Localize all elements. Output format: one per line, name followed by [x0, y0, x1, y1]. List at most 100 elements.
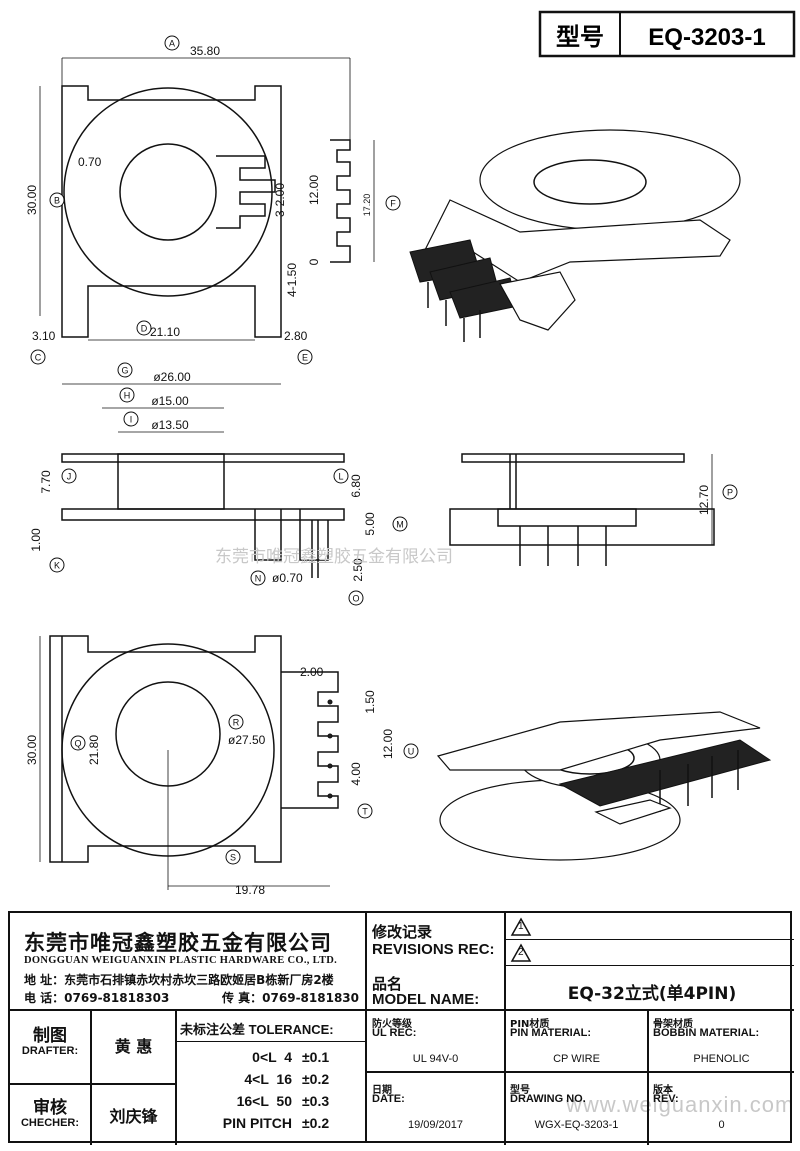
- dim-n: ø0.70: [272, 571, 303, 585]
- dim-b: 30.00: [25, 185, 39, 215]
- tolerance-value: ±0.2: [302, 1115, 330, 1131]
- header-box: 型号 EQ-3203-1: [538, 10, 796, 58]
- dim-width: 19.78: [235, 883, 265, 897]
- tolerance-label-cn: 未标注公差: [180, 1023, 246, 1038]
- top-view: 35.80 30.00 0.70 21.10 3.10 2.80 3-2.00 …: [25, 44, 375, 343]
- company-name-en: DONGGUAN WEIGUANXIN PLASTIC HARDWARE CO.…: [24, 955, 338, 966]
- callout-label-c: C: [35, 353, 42, 363]
- model-label-en: MODEL NAME:: [372, 991, 480, 1008]
- tolerance-range: 0<L 4: [252, 1049, 292, 1065]
- dim-p: 12.70: [697, 485, 711, 515]
- callout-circle-h: [119, 387, 135, 403]
- ul-value: UL 94V-0: [412, 1053, 459, 1065]
- company-tel: 电 话：0769-81818303: [24, 991, 170, 1005]
- tolerance-value: ±0.2: [302, 1071, 330, 1087]
- callout-label-s: S: [230, 853, 236, 863]
- iso-view-bottom: [436, 711, 772, 861]
- checker-label-en: CHECHER:: [20, 1117, 80, 1129]
- tolerance-value: ±0.1: [302, 1049, 330, 1065]
- callout-circle-n: [250, 570, 266, 586]
- dim-r: ø27.50: [228, 733, 266, 747]
- callout-circle-c: [30, 349, 46, 365]
- revision-triangle-2-icon: [510, 943, 532, 962]
- callout-circle-a: [164, 35, 180, 51]
- dim-l: 6.80: [349, 474, 363, 498]
- rev-value: 0: [718, 1119, 725, 1131]
- callout-circle-s: [225, 849, 241, 865]
- dim-zero: 0: [307, 258, 321, 265]
- callout-label-j: J: [67, 472, 72, 482]
- dim-slot-b: 12.00: [307, 175, 321, 205]
- date-value: 19/09/2017: [407, 1119, 464, 1131]
- callout-label-f: F: [390, 199, 396, 209]
- callout-label-o: O: [352, 594, 359, 604]
- callout-label-p: P: [727, 488, 733, 498]
- revision-2: 2: [518, 947, 524, 958]
- side-view: 12.70: [449, 453, 715, 566]
- header-model-label: 型号: [556, 23, 604, 51]
- company-fax: 传 真：0769-8181830: [222, 991, 360, 1005]
- drawing-label-en: DRAWING NO.: [510, 1093, 586, 1105]
- checker-label-cn: 审核: [33, 1098, 67, 1118]
- company-name-cn: 东莞市唯冠鑫塑胶五金有限公司: [24, 931, 332, 955]
- dim-q: 21.80: [87, 735, 101, 765]
- dim-thickness: 0.70: [78, 155, 102, 169]
- drafter-name: 黄 惠: [114, 1037, 153, 1056]
- drafter-label-en: DRAFTER:: [21, 1045, 79, 1057]
- callout-label-a: A: [169, 39, 175, 49]
- watermark-site: www.weiguanxin.com: [566, 1092, 795, 1117]
- revision-1: 1: [518, 921, 524, 932]
- callout-label-i: I: [130, 415, 133, 425]
- bobbin-value: PHENOLIC: [693, 1053, 750, 1065]
- watermark-company: 东莞市唯冠鑫塑胶五金有限公司: [215, 547, 453, 567]
- callout-circle-q: [70, 735, 86, 751]
- dim-o: 2.50: [351, 558, 365, 582]
- title-block: 东莞市唯冠鑫塑胶五金有限公司 DONGGUAN WEIGUANXIN PLAST…: [8, 911, 794, 1145]
- callout-label-n: N: [255, 574, 262, 584]
- dim-slot-c: 4-1.50: [285, 263, 299, 297]
- rev-label-en: REV:: [653, 1093, 679, 1105]
- front-view: ø26.00 ø15.00 ø13.50 7.70 1.00 6.80 5.00…: [29, 370, 377, 585]
- dim-t: 4.00: [349, 762, 363, 786]
- revisions-label-cn: 修改记录: [372, 923, 433, 941]
- dim-a: 35.80: [190, 44, 220, 58]
- bobbin-label-cn: 骨架材质: [653, 1019, 693, 1030]
- tolerance-label: 未标注公差 TOLERANCE:: [180, 1019, 334, 1038]
- callout-circle-t: [357, 803, 373, 819]
- dim-pitch: 1.50: [363, 690, 377, 714]
- callout-label-l: L: [338, 472, 343, 482]
- tolerance-range: 16<L 50: [236, 1093, 292, 1109]
- date-label-cn: 日期: [372, 1085, 392, 1096]
- dim-i: ø13.50: [151, 418, 189, 432]
- callout-circle-r: [228, 714, 244, 730]
- callout-circle-o: [348, 590, 364, 606]
- dim-d: 21.10: [150, 325, 180, 339]
- pin-value: CP WIRE: [553, 1053, 600, 1065]
- callout-label-g: G: [121, 366, 128, 376]
- callout-label-k: K: [54, 561, 60, 571]
- callout-label-u: U: [408, 747, 415, 757]
- callout-circle-g: [117, 362, 133, 378]
- callout-circle-d: [136, 320, 152, 336]
- callout-label-e: E: [302, 353, 308, 363]
- ul-label-cn: 防火等级: [372, 1019, 412, 1030]
- dim-top: 2.00: [300, 665, 324, 679]
- tolerance-range: 4<L 16: [244, 1071, 292, 1087]
- dim-m: 5.00: [363, 512, 377, 536]
- revision-triangle-1-icon: [510, 917, 532, 936]
- dim-g: ø26.00: [153, 370, 191, 384]
- drawing-label-cn: 型号: [510, 1085, 530, 1096]
- callout-circle-f: [385, 195, 401, 211]
- callout-circle-k: [49, 557, 65, 573]
- callout-circle-u: [403, 743, 419, 759]
- dim-u: 12.00: [381, 729, 395, 759]
- callout-circle-b: [49, 192, 65, 208]
- iso-view-top: [409, 129, 741, 342]
- callout-circle-m: [392, 516, 408, 532]
- tolerance-range: PIN PITCH: [222, 1115, 292, 1131]
- bobbin-label-en: BOBBIN MATERIAL:: [653, 1027, 760, 1039]
- pin-label-cn: PIN材质: [510, 1019, 550, 1030]
- dim-j: 7.70: [39, 470, 53, 494]
- dim-left: 30.00: [25, 735, 39, 765]
